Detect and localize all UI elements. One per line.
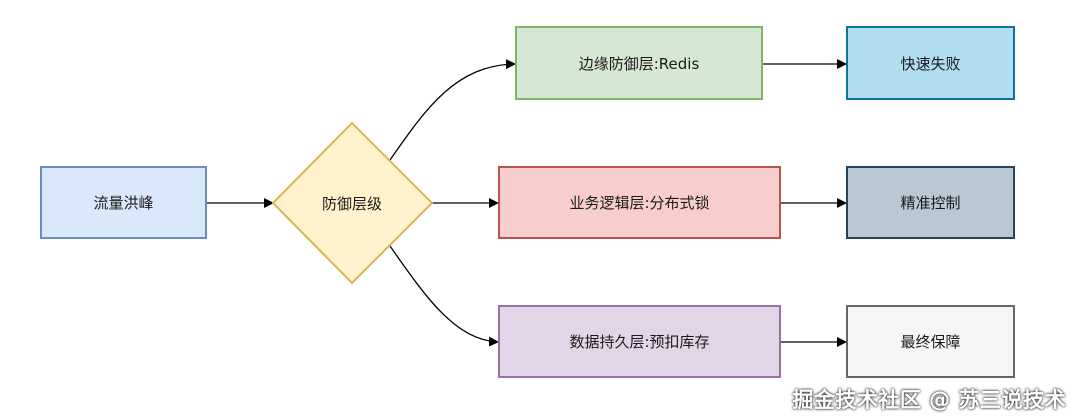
watermark-text: 掘金技术社区 @ 苏三说技术	[792, 388, 1066, 412]
decision-diamond-label-box: 防御层级	[292, 183, 412, 223]
node-business-logic: 业务逻辑层:分布式锁	[498, 166, 781, 239]
node-precise-control: 精准控制	[846, 166, 1015, 239]
node-traffic-flood-label: 流量洪峰	[93, 194, 154, 212]
arrow-defense-to-edge	[389, 59, 516, 161]
node-fail-fast-label: 快速失败	[900, 54, 961, 73]
node-data-persistence-label: 数据持久层:预扣库存	[569, 333, 710, 351]
node-business-logic-label: 业务逻辑层:分布式锁	[569, 194, 710, 212]
node-traffic-flood: 流量洪峰	[40, 166, 207, 239]
decision-diamond-label: 防御层级	[321, 194, 382, 213]
node-precise-control-label: 精准控制	[900, 194, 961, 212]
node-fail-fast: 快速失败	[846, 26, 1015, 100]
node-edge-defense: 边缘防御层:Redis	[515, 26, 763, 100]
node-final-guarantee-label: 最终保障	[900, 333, 961, 351]
node-edge-defense-label: 边缘防御层:Redis	[578, 54, 700, 73]
decision-diamond	[271, 121, 434, 285]
arrow-defense-to-data	[389, 245, 499, 347]
node-data-persistence: 数据持久层:预扣库存	[498, 305, 781, 378]
node-final-guarantee: 最终保障	[846, 305, 1015, 378]
